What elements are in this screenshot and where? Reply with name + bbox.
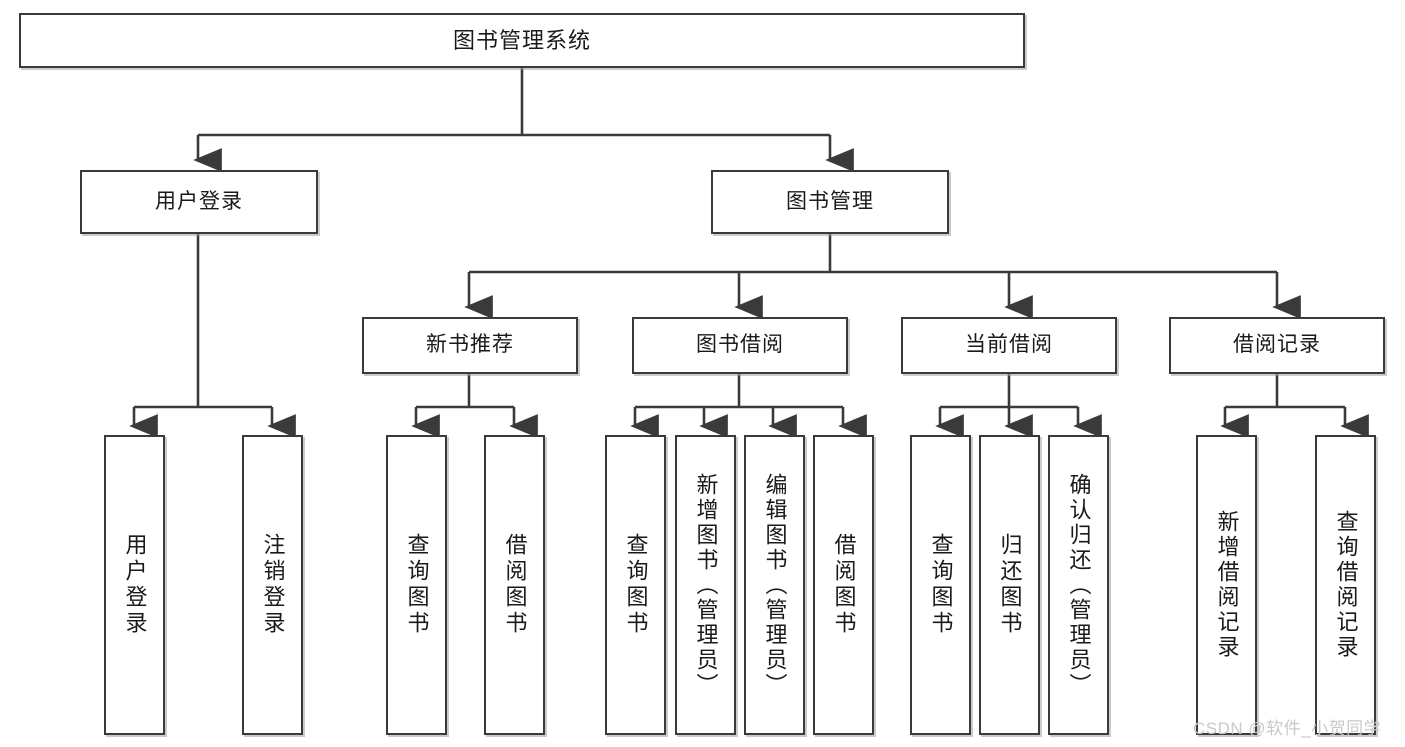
node-leaf-confirm-return[interactable]: 确认归还（管理员）	[1048, 435, 1109, 735]
node-label: 借阅图书	[502, 533, 528, 637]
node-label: 查询借阅记录	[1333, 510, 1359, 660]
node-label: 用户登录	[122, 533, 148, 637]
node-borrow-record[interactable]: 借阅记录	[1169, 317, 1385, 374]
node-leaf-query-book-current[interactable]: 查询图书	[910, 435, 971, 735]
node-root-system[interactable]: 图书管理系统	[19, 13, 1025, 68]
node-leaf-query-borrow-record[interactable]: 查询借阅记录	[1315, 435, 1376, 735]
node-book-manage[interactable]: 图书管理	[711, 170, 949, 234]
node-label: 借阅图书	[831, 533, 857, 637]
node-leaf-borrow-book-recommend[interactable]: 借阅图书	[484, 435, 545, 735]
node-label: 新增图书（管理员）	[693, 472, 719, 698]
node-book-borrow[interactable]: 图书借阅	[632, 317, 848, 374]
node-label: 当前借阅	[965, 333, 1053, 357]
node-label: 图书管理	[786, 189, 874, 213]
node-leaf-query-book-recommend[interactable]: 查询图书	[386, 435, 447, 735]
node-leaf-add-borrow-record[interactable]: 新增借阅记录	[1196, 435, 1257, 735]
watermark-text: CSDN @软件_小贺同学	[1193, 719, 1382, 738]
node-new-book-recommend[interactable]: 新书推荐	[362, 317, 578, 374]
node-leaf-edit-book[interactable]: 编辑图书（管理员）	[744, 435, 805, 735]
node-label: 查询图书	[623, 533, 649, 637]
node-leaf-add-book[interactable]: 新增图书（管理员）	[675, 435, 736, 735]
node-label: 编辑图书（管理员）	[762, 472, 788, 698]
node-leaf-query-book-borrow[interactable]: 查询图书	[605, 435, 666, 735]
node-label: 图书借阅	[696, 333, 784, 357]
node-user-login[interactable]: 用户登录	[80, 170, 318, 234]
node-label: 注销登录	[260, 533, 286, 637]
node-label: 归还图书	[997, 533, 1023, 637]
node-label: 查询图书	[404, 533, 430, 637]
node-label: 新增借阅记录	[1214, 510, 1240, 660]
node-label: 用户登录	[155, 189, 243, 213]
node-label: 新书推荐	[426, 333, 514, 357]
node-label: 借阅记录	[1233, 333, 1321, 357]
node-leaf-user-login[interactable]: 用户登录	[104, 435, 165, 735]
node-label: 查询图书	[928, 533, 954, 637]
node-leaf-borrow-book[interactable]: 借阅图书	[813, 435, 874, 735]
node-label: 确认归还（管理员）	[1066, 472, 1092, 698]
node-label: 图书管理系统	[452, 27, 591, 53]
node-current-borrow[interactable]: 当前借阅	[901, 317, 1117, 374]
node-leaf-return-book[interactable]: 归还图书	[979, 435, 1040, 735]
node-leaf-user-logout[interactable]: 注销登录	[242, 435, 303, 735]
